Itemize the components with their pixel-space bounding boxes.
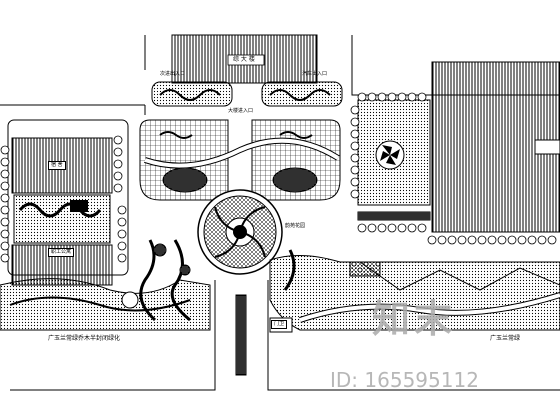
worker-apartment-label: 职工公寓 xyxy=(48,248,75,257)
main-entrance-label: 大楼进入口 xyxy=(228,108,254,114)
second-entrance-label: 次进出入口 xyxy=(160,71,186,77)
lower-right-landscape xyxy=(269,249,560,331)
garden-label: 韵苑花园 xyxy=(285,223,306,229)
watermark-logo-text: 知末 xyxy=(372,297,457,341)
main-building xyxy=(171,34,318,84)
main-building-label: 综 大 楼 xyxy=(233,56,255,63)
auto-entrance-label: 汽车出入口 xyxy=(302,71,328,77)
gate-guard-label: 门卫 xyxy=(271,320,288,329)
circular-garden xyxy=(197,189,283,275)
central-plaza xyxy=(139,119,341,201)
right-caption: 广玉兰常绿 xyxy=(490,335,521,342)
lower-left-landscape xyxy=(0,239,211,331)
dorm-building-label: 宿 舍 xyxy=(48,161,66,170)
entrance-planting xyxy=(151,81,343,107)
right-courtyard xyxy=(357,99,431,206)
walkway-planting xyxy=(235,294,247,376)
tree-row-right xyxy=(350,92,557,245)
tree-row-left xyxy=(0,135,127,263)
hedge-right xyxy=(357,211,431,221)
left-block xyxy=(7,119,129,286)
watermark-id: ID: 165595112 xyxy=(330,368,479,392)
left-caption: 广玉兰常绿乔木半封闭绿化 xyxy=(48,335,121,342)
right-building xyxy=(431,61,560,233)
